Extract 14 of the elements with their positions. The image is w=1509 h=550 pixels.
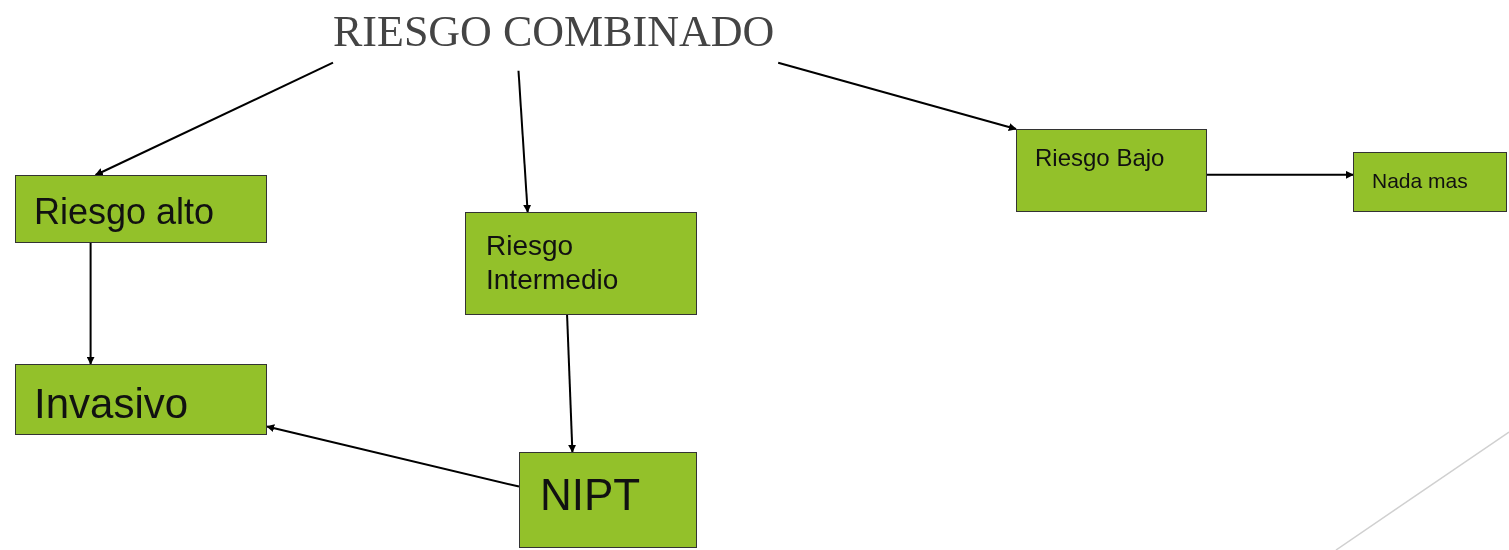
arrow — [517, 69, 532, 213]
arrow — [94, 61, 334, 176]
process-box: Riesgo Bajo — [1016, 129, 1207, 212]
title-text: RIESGO COMBINADO — [333, 6, 863, 60]
process-box: NIPT — [519, 452, 697, 548]
process-box: Riesgo alto — [15, 175, 267, 243]
arrow — [86, 242, 95, 365]
process-box: Invasivo — [15, 364, 267, 435]
process-box: Nada mas — [1353, 152, 1507, 212]
process-box: Riesgo Intermedio — [465, 212, 697, 315]
arrow — [777, 61, 1017, 131]
arrow — [266, 424, 520, 488]
arrow — [566, 314, 577, 453]
arrow — [1206, 170, 1354, 179]
